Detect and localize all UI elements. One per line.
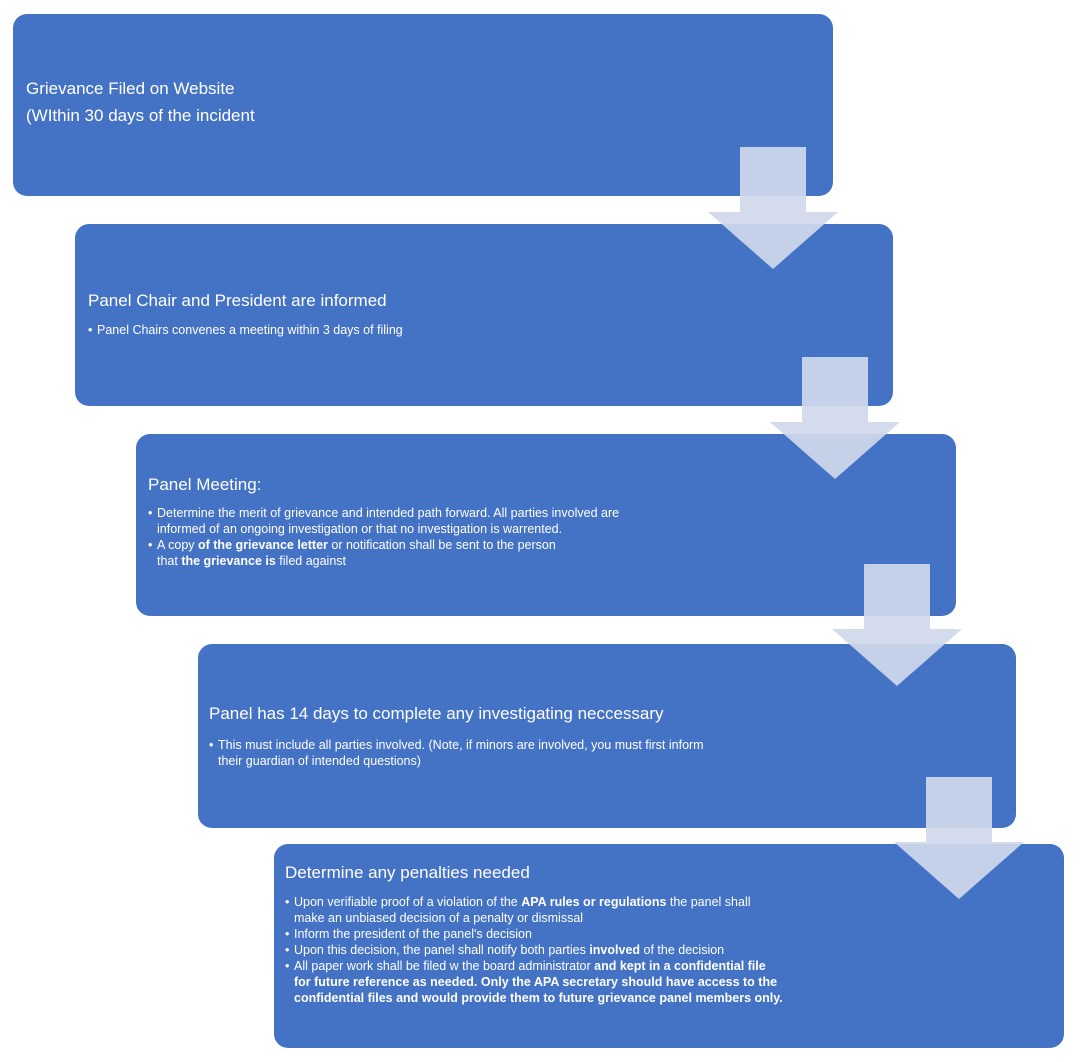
list-item: This must include all parties involved. …	[209, 737, 999, 769]
step-2-title: Panel Chair and President are informed	[88, 291, 387, 310]
list-item: Panel Chairs convenes a meeting within 3…	[88, 322, 868, 338]
list-item: Inform the president of the panel's deci…	[285, 926, 1055, 942]
down-arrow-icon	[770, 357, 900, 479]
list-item: Upon verifiable proof of a violation of …	[285, 894, 1055, 926]
down-arrow-icon	[894, 777, 1024, 899]
step-5-title: Determine any penalties needed	[285, 863, 530, 882]
step-5-box: Determine any penalties needed Upon veri…	[274, 844, 1064, 1048]
step-1-title: Grievance Filed on Website (WIthin 30 da…	[26, 78, 255, 127]
step-4-box: Panel has 14 days to complete any invest…	[198, 644, 1016, 828]
step-3-title: Panel Meeting:	[148, 475, 262, 494]
down-arrow-icon	[708, 147, 838, 269]
list-item: Upon this decision, the panel shall noti…	[285, 942, 1055, 958]
step-5-bullets: Upon verifiable proof of a violation of …	[285, 894, 1055, 1006]
step-1-title-line1: Grievance Filed on Website	[26, 79, 235, 98]
step-1-title-line2: (WIthin 30 days of the incident	[26, 106, 255, 125]
step-4-bullets: This must include all parties involved. …	[209, 737, 999, 769]
step-2-bullets: Panel Chairs convenes a meeting within 3…	[88, 322, 868, 338]
list-item: A copy of the grievance letter or notifi…	[148, 537, 938, 569]
step-1-box: Grievance Filed on Website (WIthin 30 da…	[13, 14, 833, 196]
step-4-title: Panel has 14 days to complete any invest…	[209, 704, 664, 723]
step-3-bullets: Determine the merit of grievance and int…	[148, 505, 938, 569]
list-item: All paper work shall be filed w the boar…	[285, 958, 1055, 1006]
down-arrow-icon	[832, 564, 962, 686]
step-3-box: Panel Meeting: Determine the merit of gr…	[136, 434, 956, 616]
list-item: Determine the merit of grievance and int…	[148, 505, 938, 537]
